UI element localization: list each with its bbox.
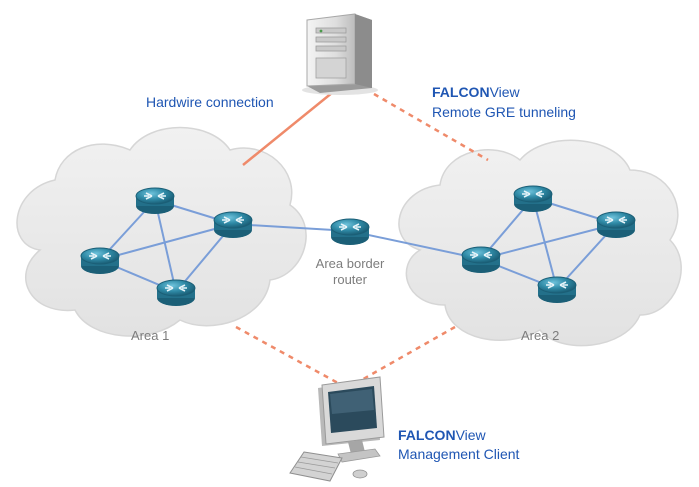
desktop-computer-icon	[289, 376, 385, 482]
hardwire-connection-label: Hardwire connection	[146, 94, 274, 110]
client-brand-label: FALCONView	[398, 427, 486, 445]
area2-label: Area 2	[521, 328, 560, 343]
router-icon	[596, 211, 636, 239]
area1-label: Area 1	[131, 328, 170, 343]
brand-name-bold: FALCON	[398, 427, 456, 443]
router-icon	[513, 185, 553, 213]
brand-name-light: View	[455, 427, 486, 443]
server-tower-icon	[302, 13, 378, 95]
brand-name-bold: FALCON	[432, 84, 490, 100]
router-icon	[537, 276, 577, 304]
router-icon	[156, 279, 196, 307]
area-border-router-label-line1: Area border	[315, 256, 385, 271]
management-client-label: Management Client	[398, 446, 520, 462]
area-border-router-label: Area border router	[300, 256, 400, 289]
remote-gre-tunneling-label: Remote GRE tunneling	[432, 104, 576, 120]
gre-tunnel-lines	[235, 92, 489, 385]
router-icon	[80, 247, 120, 275]
router-icon	[461, 246, 501, 274]
router-icon	[213, 211, 253, 239]
area-border-router-icon	[330, 218, 370, 246]
server-brand-label: FALCONView	[432, 84, 520, 102]
area-border-router-label-line2: router	[333, 272, 367, 288]
hardwire-connection-line	[242, 87, 339, 166]
brand-name-light: View	[489, 84, 520, 100]
router-icon	[135, 187, 175, 215]
